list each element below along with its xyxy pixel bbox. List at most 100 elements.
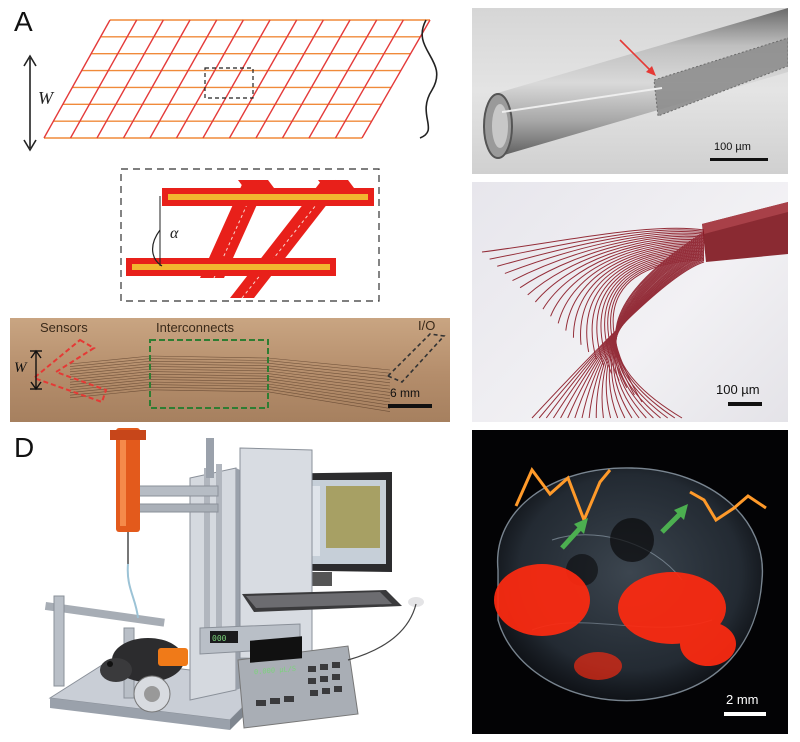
mesh-grid xyxy=(43,19,431,139)
mesh-strand xyxy=(572,246,705,338)
mesh-inside-needle xyxy=(654,38,788,116)
scalebar-6mm xyxy=(388,404,432,408)
scalebar-b xyxy=(710,158,768,161)
mesh-strand xyxy=(542,240,705,310)
red-arrow xyxy=(619,39,653,73)
interconnect-line xyxy=(69,371,391,390)
mesh-rolled-edge xyxy=(419,19,438,139)
panel-a-zoom-inset: α xyxy=(120,168,380,302)
mesh-strand xyxy=(481,227,705,253)
mesh-transverse-line xyxy=(202,19,271,139)
scalebar-c-label: 100 µm xyxy=(716,382,760,397)
mesh-strand xyxy=(611,242,705,419)
green-arrow-2 xyxy=(660,504,688,534)
io-label: I/O xyxy=(418,318,436,333)
mesh-strand xyxy=(612,241,705,419)
expanded-mesh xyxy=(481,227,705,419)
panel-d-injection-rig: 000 0.000 µL/S xyxy=(44,428,424,730)
interconnect-line xyxy=(69,389,391,412)
mesh-strand xyxy=(504,232,705,274)
mesh-transverse-line xyxy=(96,19,164,139)
mesh-strand xyxy=(527,237,705,296)
interconnect-line xyxy=(69,358,391,374)
mesh-width-symbol: W xyxy=(38,88,55,108)
interconnect-line xyxy=(69,355,391,371)
interconnect-line xyxy=(69,368,391,387)
panel-label-d: D xyxy=(14,432,35,463)
io-outline xyxy=(386,333,446,383)
mesh-strand xyxy=(489,229,705,260)
mesh-strand xyxy=(615,233,705,419)
mesh-strand xyxy=(497,231,705,267)
horizontal-ribbons xyxy=(126,188,374,276)
mesh-strand xyxy=(512,234,705,282)
controller-display-text: 0.000 µL/S xyxy=(254,664,296,677)
mesh-transverse-line xyxy=(175,19,244,139)
mesh-strand xyxy=(534,238,705,303)
mesh-transverse-line xyxy=(334,19,404,139)
interconnect-line xyxy=(69,386,391,409)
width-arrow xyxy=(23,54,37,152)
mesh-transverse-line xyxy=(308,19,378,139)
interconnect-line xyxy=(69,366,391,384)
interconnects-box xyxy=(149,339,269,409)
mesh-strand xyxy=(519,235,705,289)
mesh-strand xyxy=(615,231,705,419)
scalebar-c xyxy=(728,402,762,406)
mesh-strand xyxy=(614,238,705,419)
panel-e-brain-render: 2 mm xyxy=(472,430,788,734)
mesh-trace-left xyxy=(514,467,612,525)
photo-width-symbol: W xyxy=(14,360,27,376)
mesh-trace-right xyxy=(689,490,767,523)
interconnect-line xyxy=(69,381,391,403)
photo-overlay xyxy=(30,333,446,412)
angle-symbol: α xyxy=(170,225,179,242)
interconnect-line xyxy=(69,376,391,396)
mesh-strand xyxy=(557,243,705,324)
glass-needle xyxy=(494,8,788,158)
panel-a-photo: Sensors Interconnects I/O W 6 mm xyxy=(10,318,450,422)
scalebar-6mm-label: 6 mm xyxy=(390,386,420,400)
panel-b-needle-photo: 100 µm xyxy=(472,8,788,174)
zoom-region-box xyxy=(204,67,254,99)
mesh-strand xyxy=(605,245,705,419)
mesh-strand xyxy=(588,250,705,419)
mesh-transverse-line xyxy=(228,19,298,139)
sensors-outline xyxy=(32,338,108,404)
mesh-strand xyxy=(565,245,705,331)
manipulator-tower xyxy=(189,467,237,701)
scalebar-e-label: 2 mm xyxy=(726,692,759,707)
mesh-strand xyxy=(615,234,705,419)
panel-c-mesh-photo: 100 µm xyxy=(472,182,788,422)
mesh-strand xyxy=(601,247,705,419)
panel-a-mesh-schematic: W xyxy=(23,19,438,152)
interconnect-line xyxy=(69,360,391,377)
brain-tissue-red xyxy=(494,564,736,680)
scalebar-b-label: 100 µm xyxy=(714,141,751,153)
interconnect-line xyxy=(69,384,391,406)
mesh-transverse-line xyxy=(361,19,431,139)
pump-display: 000 xyxy=(212,634,227,643)
mesh-strand xyxy=(608,244,705,419)
green-arrow-1 xyxy=(560,518,588,550)
mesh-transverse-line xyxy=(122,19,191,139)
mesh-transverse-line xyxy=(43,19,111,139)
interconnect-line xyxy=(69,379,391,400)
scalebar-e xyxy=(724,712,766,716)
interconnects-label: Interconnects xyxy=(156,320,235,335)
mesh-strand xyxy=(595,248,705,419)
sensors-label: Sensors xyxy=(40,320,88,335)
mesh-strand xyxy=(550,242,705,317)
mesh-strand xyxy=(615,237,705,419)
mesh-strand xyxy=(615,235,705,419)
interconnect-line xyxy=(69,373,391,393)
syringe-orange xyxy=(116,428,140,532)
mesh-transverse-line xyxy=(149,19,218,139)
mesh-strand xyxy=(613,240,705,419)
mesh-transverse-line xyxy=(69,19,138,139)
panel-label-a: A xyxy=(14,6,33,37)
mesh-transverse-line xyxy=(281,19,351,139)
mesh-transverse-line xyxy=(255,19,324,139)
interconnect-line xyxy=(69,363,391,380)
interconnect-lines xyxy=(69,355,391,412)
